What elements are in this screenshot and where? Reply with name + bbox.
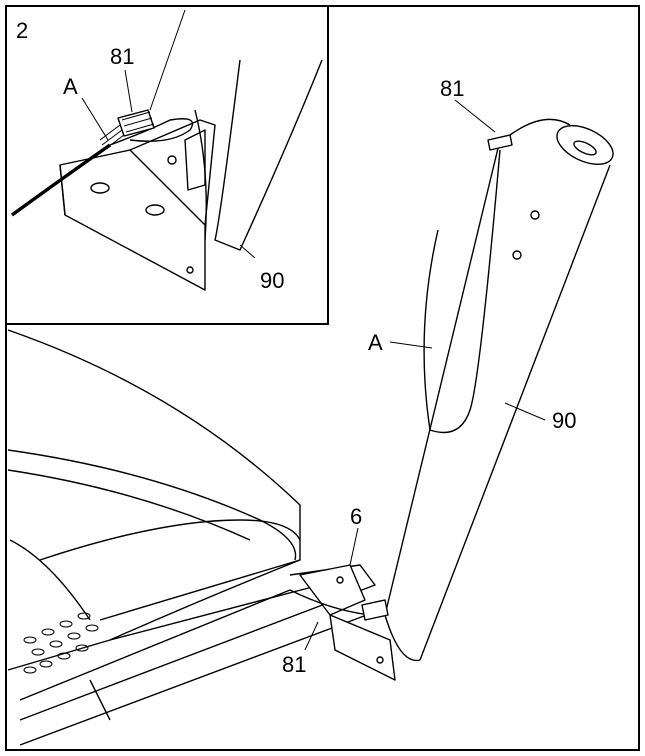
inset-leader-90: [239, 244, 256, 259]
leader-90-main: [504, 402, 546, 421]
inset-connector-81: [99, 109, 155, 151]
main-view: [7, 99, 614, 746]
leader-81-top: [454, 99, 496, 133]
wire-a-main: [423, 149, 501, 434]
inset-leader-81: [124, 69, 133, 113]
main-label-6: 6: [350, 504, 362, 529]
inset-cable: [10, 143, 112, 217]
inset-leader-upper: [149, 9, 186, 111]
inset-label-81: 81: [110, 44, 134, 69]
inset-wire-a: [109, 118, 194, 146]
inset-upright: [214, 59, 323, 251]
inset-label-90: 90: [260, 268, 284, 293]
step-number: 2: [16, 18, 28, 43]
inset-view: [10, 9, 323, 291]
treadmill-hood: [7, 329, 321, 671]
inset-bracket: [59, 119, 216, 291]
connector-81-bottom: [289, 589, 389, 621]
main-label-a: A: [368, 330, 383, 355]
connector-81-top: [487, 118, 571, 151]
inset-leader-a: [81, 97, 109, 141]
deck-holes: [23, 612, 99, 674]
bracket-part-6: [299, 564, 396, 681]
main-label-81-bottom: 81: [282, 652, 306, 677]
leader-81-bottom: [304, 621, 319, 651]
main-label-81-top: 81: [440, 76, 464, 101]
main-label-90: 90: [552, 408, 576, 433]
leader-a-main: [389, 341, 433, 349]
inset-label-a: A: [63, 74, 78, 99]
leader-6: [349, 527, 359, 566]
upright-part-90: [384, 125, 614, 662]
